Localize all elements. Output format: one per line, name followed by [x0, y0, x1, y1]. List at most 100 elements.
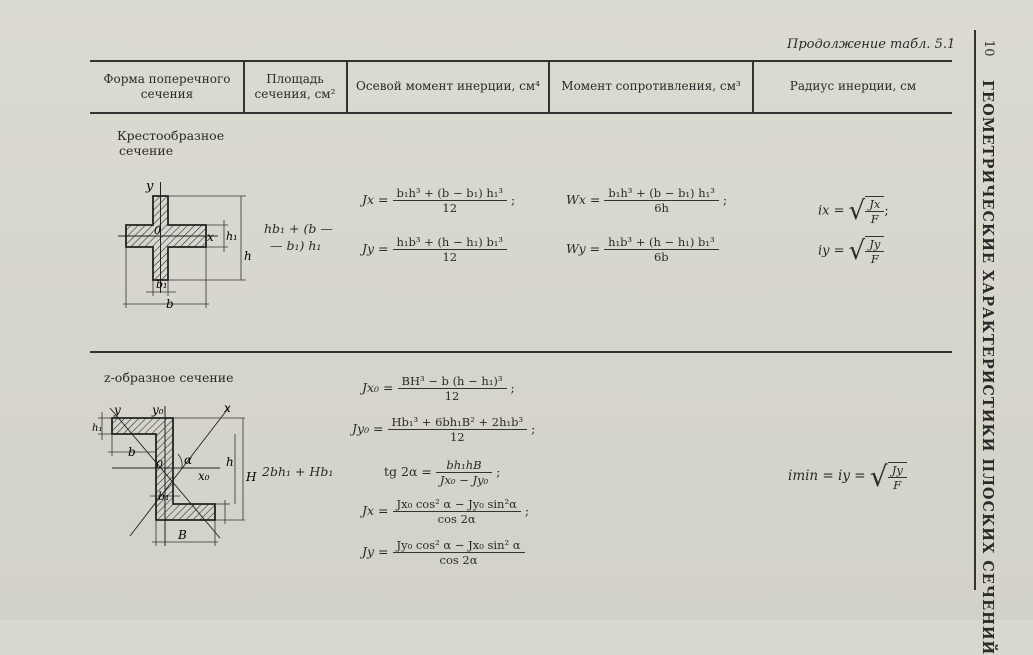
z-area: 2bh₁ + Hb₁ [262, 464, 334, 479]
cross-wx-lhs: Wx = [566, 192, 601, 207]
side-running-header: 10 ГЕОМЕТРИЧЕСКИЕ ХАРАКТЕРИСТИКИ ПЛОСКИХ… [976, 40, 1000, 655]
cross-wy-num: h₁b³ + (h − h₁) b₁³ [604, 235, 719, 250]
cross-ix-num: Jx [865, 197, 885, 212]
header-inertia: Осевой момент инерции, см⁴ [356, 79, 540, 93]
cross-section-title: Крестообразное сечение [117, 128, 224, 158]
z-label-x: x [224, 401, 231, 415]
header-top-rule [90, 60, 952, 62]
header-modulus: Момент сопротивления, см³ [561, 79, 741, 93]
cross-wy-lhs: Wy = [566, 241, 601, 256]
header-area-line1: Площадь [266, 72, 324, 86]
cross-wx-den: 6h [654, 201, 669, 215]
z-label-h1: h₁ [92, 423, 102, 434]
z-label-H: H [245, 470, 257, 484]
cross-wx-tail: ; [722, 192, 728, 207]
cross-label-b: b [166, 297, 174, 311]
cross-jx-tail: ; [510, 192, 516, 207]
z-tg-lhs: tg 2α = [384, 464, 432, 479]
z-label-x0: x₀ [198, 469, 210, 483]
z-jx0-semi: ; [510, 380, 515, 395]
cross-jy-lhs: Jy = [362, 241, 389, 256]
cross-label-h1: h₁ [226, 230, 238, 243]
z-label-y0: y₀ [151, 403, 164, 417]
z-jx0-den: 12 [444, 389, 460, 403]
cross-jx-num: b₁h³ + (b − b₁) h₁³ [392, 186, 507, 201]
z-jy-den: cos 2α [439, 553, 478, 567]
z-section-diagram: y y₀ x x₀ 0 α h₁ h H b b₁ B [92, 401, 257, 546]
cross-section-diagram: y x 0 h₁ h b₁ b [118, 179, 252, 311]
z-imin-lhs: imin = iy = [788, 468, 866, 484]
z-tg-num: bh₁hB [435, 458, 493, 473]
z-jy-lhs: Jy = [362, 544, 389, 559]
cross-label-b1: b₁ [156, 278, 167, 291]
z-label-y: y [113, 403, 121, 417]
z-imin-den: F [893, 477, 902, 492]
cross-ix-tail: ; [884, 203, 889, 219]
z-tg-den: Jx₀ − Jy₀ [439, 473, 489, 487]
col-divider [752, 61, 754, 112]
z-jx0-lhs: Jx₀ = [362, 380, 394, 395]
cross-title-line1: Крестообразное [117, 128, 225, 143]
z-jx-semi: ; [524, 503, 530, 518]
cross-area-line1: hb₁ + (b — [264, 221, 333, 236]
cross-iy-num: Jy [865, 237, 885, 252]
z-jy0-num: Hb₁³ + 6bh₁B² + 2h₁b³ [387, 415, 528, 430]
z-jy0-lhs: Jy₀ = [352, 421, 384, 436]
chapter-title: ГЕОМЕТРИЧЕСКИЕ ХАРАКТЕРИСТИКИ ПЛОСКИХ СЕ… [979, 80, 996, 655]
header-shape-line1: Форма поперечного [103, 72, 231, 86]
z-jy-num: Jy₀ cos² α − Jx₀ sin² α [392, 538, 525, 553]
header-bottom-rule [90, 112, 952, 114]
z-label-o: 0 [156, 458, 163, 471]
z-jx-den: cos 2α [437, 512, 476, 526]
cross-title-line2: сечение [119, 143, 174, 158]
z-label-B: B [177, 528, 187, 542]
header-shape: Форма поперечного сечения [94, 72, 240, 102]
cross-shape [125, 195, 207, 281]
cross-area-line2: — b₁) h₁ [270, 238, 322, 253]
cross-label-h: h [244, 249, 252, 263]
row-separator [90, 351, 952, 353]
col-divider [548, 61, 550, 112]
cross-iy-lhs: iy = [818, 243, 845, 259]
cross-wy-den: 6b [653, 250, 669, 264]
z-label-b: b [128, 445, 136, 459]
z-jy0-semi: ; [531, 421, 536, 436]
cross-jx-den: 12 [442, 201, 458, 215]
cross-wx-num: b₁h³ + (b − b₁) h₁³ [604, 186, 719, 201]
z-label-h: h [226, 455, 234, 469]
table-caption: Продолжение табл. 5.1 [787, 37, 956, 52]
z-label-alpha: α [184, 453, 192, 467]
z-jx-num: Jx₀ cos² α − Jy₀ sin²α [392, 497, 521, 512]
cross-iy-den: F [870, 252, 879, 266]
page-number: 10 [981, 40, 996, 57]
header-area-line2: сечения, см² [254, 87, 336, 101]
cross-label-x: x [207, 230, 214, 244]
cross-ix-den: F [870, 212, 879, 226]
z-jy0-den: 12 [449, 430, 465, 444]
z-jx-lhs: Jx = [362, 503, 389, 518]
z-imin-num: Jy [887, 463, 907, 478]
cross-area: hb₁ + (b — — b₁) h₁ [264, 220, 333, 254]
z-jx0-num: BH³ − b (h − h₁)³ [397, 374, 507, 389]
z-tg-semi: ; [496, 464, 501, 479]
header-area: Площадь сечения, см² [246, 72, 344, 102]
header-shape-line2: сечения [140, 87, 194, 101]
z-section-title: z-образное сечение [104, 370, 234, 385]
margin-rule [974, 30, 976, 590]
col-divider [243, 61, 245, 112]
cross-ix-lhs: ix = [818, 203, 845, 219]
cross-jy-num: h₁b³ + (h − h₁) b₁³ [392, 235, 508, 250]
